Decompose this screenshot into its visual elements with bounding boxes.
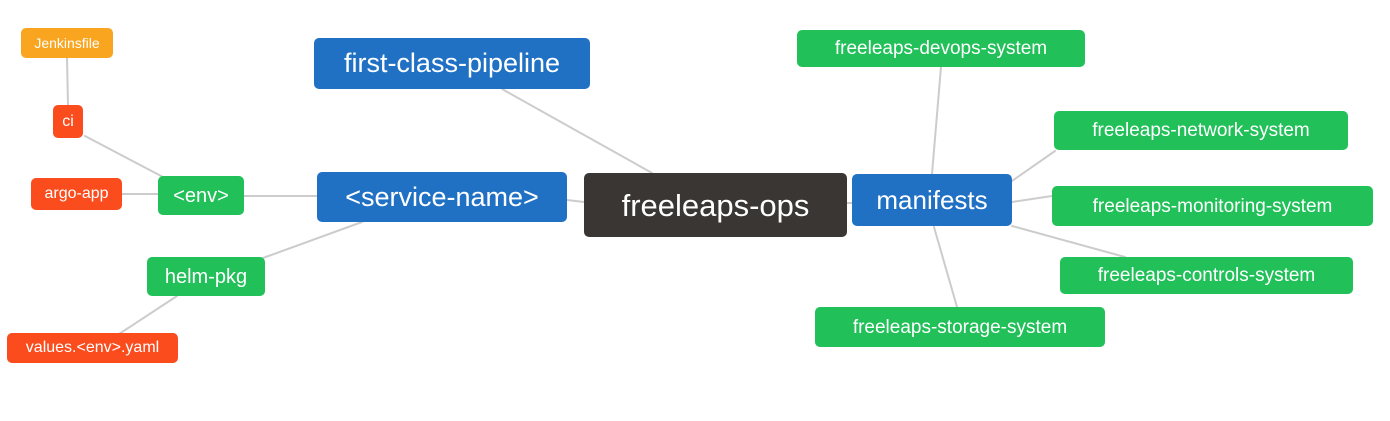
node-label: manifests — [876, 185, 988, 215]
node-label: freeleaps-network-system — [1092, 120, 1310, 141]
node-freeleaps-monitoring-system[interactable]: freeleaps-monitoring-system — [1052, 186, 1373, 226]
node-label: ci — [62, 112, 74, 130]
node-freeleaps-network-system[interactable]: freeleaps-network-system — [1054, 111, 1348, 150]
node-helm-pkg[interactable]: helm-pkg — [147, 257, 265, 296]
node-freeleaps-storage-system[interactable]: freeleaps-storage-system — [815, 307, 1105, 347]
node-label: freeleaps-controls-system — [1097, 265, 1316, 286]
node-manifests[interactable]: manifests — [852, 174, 1012, 226]
edge-manifests--freeleaps-storage-system — [933, 226, 958, 308]
node-label: argo-app — [44, 185, 109, 202]
node-label: freeleaps-storage-system — [852, 316, 1068, 338]
node-label: Jenkinsfile — [34, 35, 100, 51]
node-ci[interactable]: ci — [53, 105, 83, 138]
edge-service-name--freeleaps-ops — [566, 199, 585, 203]
node-label: helm-pkg — [164, 265, 248, 288]
node-label: <service-name> — [345, 181, 539, 212]
node-label: freeleaps-monitoring-system — [1092, 195, 1333, 217]
edge-manifests--freeleaps-monitoring-system — [1011, 195, 1053, 203]
node-freeleaps-ops[interactable]: freeleaps-ops — [584, 173, 847, 237]
node-freeleaps-controls-system[interactable]: freeleaps-controls-system — [1060, 257, 1353, 294]
edge-ci--env — [84, 135, 164, 178]
node-label: first-class-pipeline — [343, 48, 561, 78]
edge-jenkinsfile--ci — [66, 57, 69, 106]
node-jenkinsfile[interactable]: Jenkinsfile — [21, 28, 113, 58]
node-env[interactable]: <env> — [158, 176, 244, 215]
node-freeleaps-devops-system[interactable]: freeleaps-devops-system — [797, 30, 1085, 67]
node-argo-app[interactable]: argo-app — [31, 178, 122, 210]
node-label: <env> — [173, 184, 229, 207]
node-service-name[interactable]: <service-name> — [317, 172, 567, 222]
node-values-env-yaml[interactable]: values.<env>.yaml — [7, 333, 178, 363]
node-label: values.<env>.yaml — [25, 339, 160, 356]
edge-helm-pkg--values-env-yaml — [118, 295, 178, 335]
edge-manifests--freeleaps-network-system — [1011, 150, 1056, 182]
edge-manifests--freeleaps-controls-system — [1011, 225, 1126, 258]
node-first-class-pipeline[interactable]: first-class-pipeline — [314, 38, 590, 89]
edge-manifests--freeleaps-devops-system — [931, 66, 942, 175]
node-label: freeleaps-devops-system — [834, 38, 1048, 59]
edge-first-class-pipeline--freeleaps-ops — [501, 88, 653, 174]
node-label: freeleaps-ops — [621, 187, 810, 223]
edge-service-name--helm-pkg — [262, 221, 363, 259]
